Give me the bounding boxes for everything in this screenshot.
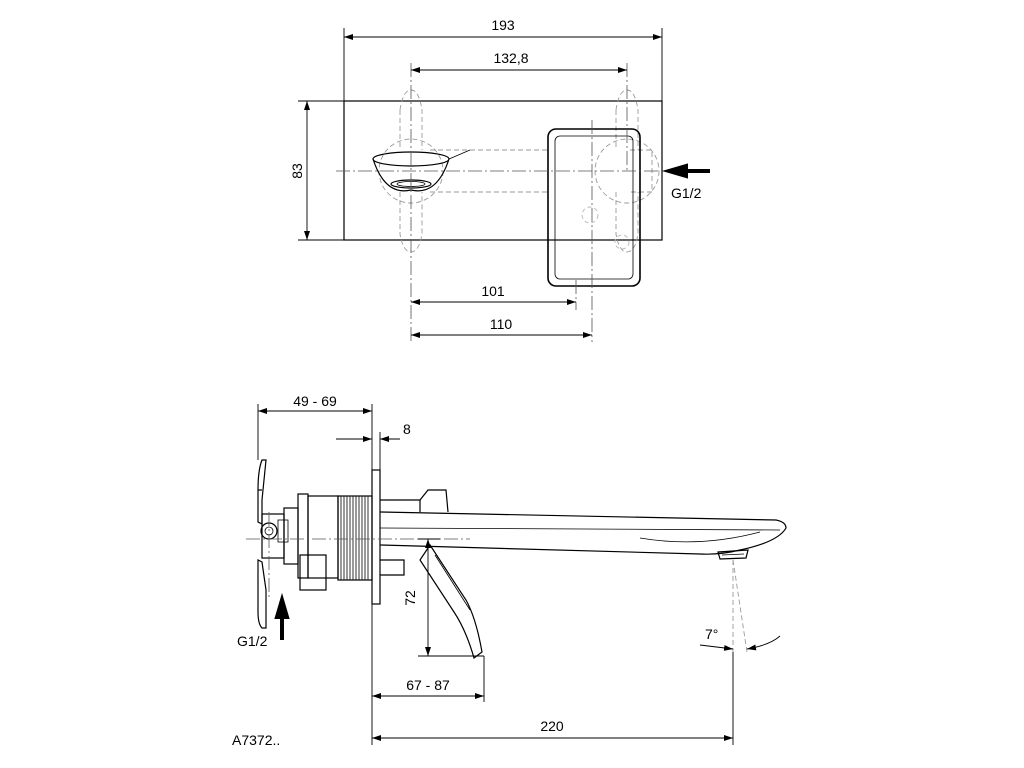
reference-code: A7372.. bbox=[232, 732, 280, 748]
front-view: 193 132,8 83 101 110 G1/2 bbox=[289, 17, 710, 342]
inlet-label-top: G1/2 bbox=[671, 185, 702, 201]
side-view: 49 - 69 8 72 67 - 87 220 7° G1/2 bbox=[237, 393, 787, 745]
cover-plate-side bbox=[371, 469, 381, 605]
cover-plate bbox=[343, 100, 663, 241]
lever-base bbox=[380, 489, 449, 576]
thread-lines bbox=[340, 496, 369, 580]
dim-offset-110: 110 bbox=[490, 316, 513, 332]
lever-handle-side bbox=[419, 543, 483, 660]
dim-lever-reach-67-87: 67 - 87 bbox=[406, 677, 450, 693]
dim-reach-220: 220 bbox=[540, 718, 564, 734]
spout bbox=[379, 511, 787, 560]
valve-body bbox=[260, 493, 373, 591]
mounting-flange bbox=[257, 459, 267, 629]
lever-handle bbox=[547, 128, 641, 287]
dim-height-83: 83 bbox=[289, 163, 305, 179]
dim-plate-8: 8 bbox=[403, 421, 411, 437]
dim-width-193: 193 bbox=[491, 17, 515, 33]
dim-handle-72: 72 bbox=[402, 590, 418, 606]
spout-outlet bbox=[372, 149, 471, 192]
dim-spacing-132-8: 132,8 bbox=[493, 50, 528, 66]
dim-depth-49-69: 49 - 69 bbox=[293, 393, 337, 409]
inlet-label-side: G1/2 bbox=[237, 633, 268, 649]
inlet-arrow-up bbox=[274, 592, 290, 640]
dim-angle-7: 7° bbox=[705, 626, 718, 642]
dim-offset-101: 101 bbox=[481, 283, 505, 299]
inlet-arrow-right bbox=[661, 163, 710, 179]
